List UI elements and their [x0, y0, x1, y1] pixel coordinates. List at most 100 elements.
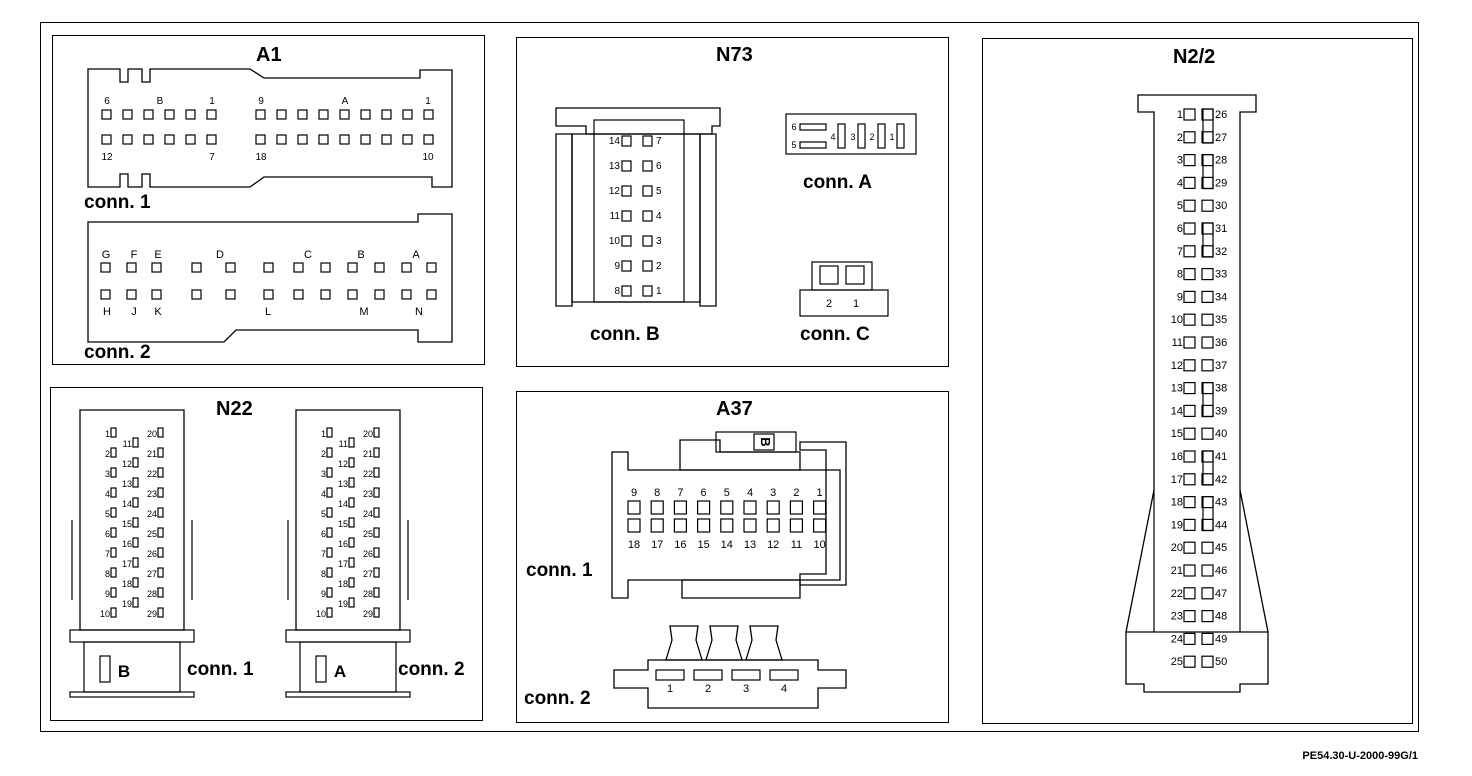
- n2-2-pin-label: 49: [1215, 633, 1227, 645]
- n22-conn1-pin-label: 2: [105, 449, 110, 459]
- n22-conn1-pin-label: 19: [122, 599, 132, 609]
- n2-2-pin-label: 2: [1177, 132, 1183, 144]
- a1-conn2-letter: N: [415, 306, 423, 318]
- a1-conn2-pin: [374, 289, 385, 300]
- panel-n2-2-title: N2/2: [1173, 46, 1216, 68]
- n22-conn1-pin: [110, 427, 117, 438]
- a37-conn2-pin: [731, 669, 761, 681]
- n22-conn2-pin: [326, 607, 333, 618]
- a37-conn2-pin-label: 2: [705, 683, 711, 695]
- n73-connB-pin-label: 14: [609, 136, 621, 147]
- a1-conn2-pin: [293, 262, 304, 273]
- a37-conn1-bottom-rail: [681, 579, 801, 599]
- a1-conn1-pin-label: A: [342, 96, 349, 107]
- n22-conn2-pin: [326, 587, 333, 598]
- a37-conn1-pin: [766, 518, 780, 533]
- a37-conn1-pin: [673, 518, 688, 533]
- n73-connB-pin: [642, 160, 653, 172]
- n22-conn2-pin-label: 22: [363, 469, 373, 479]
- n22-conn1-pin: [110, 467, 117, 478]
- n2-2-pin: [1183, 222, 1196, 235]
- n2-2-pin: [1183, 382, 1196, 395]
- panel-n22: [50, 387, 483, 721]
- n22-conn1-pin: [132, 457, 139, 468]
- n73-connB-housing: [571, 133, 701, 303]
- a1-conn1-pin-label: 6: [104, 96, 110, 107]
- n22-conn1-pin: [132, 597, 139, 608]
- n2-2-pin: [1183, 176, 1196, 189]
- n2-2-pin-label: 39: [1215, 405, 1227, 417]
- a37-conn1-pin-label: 14: [721, 539, 733, 551]
- n73-connB-label: conn. B: [590, 324, 660, 345]
- n73-connB-pin: [642, 185, 653, 197]
- n22-conn2-pin: [348, 577, 355, 588]
- n2-2-pin-label: 19: [1171, 519, 1183, 531]
- n22-conn2-pin: [326, 527, 333, 538]
- n2-2-pin-label: 14: [1171, 405, 1183, 417]
- a37-conn1-pin-label: 17: [651, 539, 663, 551]
- a37-conn1-pin: [789, 518, 804, 533]
- n22-conn1-pin-label: 29: [147, 609, 157, 619]
- a37-conn1-pin: [789, 500, 804, 515]
- n73-connB-pin-label: 11: [610, 211, 621, 222]
- n22-conn2-pin-label: 18: [338, 579, 348, 589]
- n22-conn2-pin-label: 21: [363, 449, 373, 459]
- a1-conn1-pin: [101, 134, 112, 145]
- a1-conn1-pin: [402, 109, 413, 120]
- n22-conn2-pin: [373, 467, 380, 478]
- n22-conn1-pin: [110, 507, 117, 518]
- n73-connB-pin: [642, 210, 653, 222]
- n22-conn1-pin-label: 5: [105, 509, 110, 519]
- n2-2-pin-label: 6: [1177, 223, 1183, 235]
- a37-conn2-label: conn. 2: [524, 688, 591, 709]
- a1-conn2-pin: [426, 262, 437, 273]
- n22-conn2-pin-label: 29: [363, 609, 373, 619]
- a1-conn1-pin: [297, 109, 308, 120]
- a1-conn2-pin: [374, 262, 385, 273]
- a1-conn2-pin: [100, 289, 111, 300]
- n22-conn2-label: conn. 2: [398, 659, 465, 680]
- panel-a1: [52, 35, 485, 365]
- n22-conn2-pin: [348, 457, 355, 468]
- n73-connA-pin: [857, 123, 866, 149]
- n22-conn2-pin: [348, 537, 355, 548]
- n2-2-pin: [1201, 427, 1214, 440]
- n2-2-pin: [1183, 609, 1196, 623]
- a1-conn2-housing: [87, 213, 453, 343]
- a37-conn1-pin: [766, 500, 780, 515]
- a37-conn1-pin: [743, 518, 757, 533]
- n2-2-pin-label: 21: [1171, 565, 1183, 577]
- n22-conn1-pin-label: 21: [147, 449, 157, 459]
- n73-connB-pin: [621, 260, 632, 272]
- a1-conn2-letter: H: [103, 306, 111, 318]
- n2-2-pin-label: 48: [1215, 611, 1227, 623]
- a1-conn2-letter: L: [265, 306, 271, 318]
- a1-conn2-pin: [293, 289, 304, 300]
- n2-2-pin: [1201, 564, 1214, 577]
- n73-connB-side-right: [699, 133, 717, 307]
- n22-conn2-pin: [348, 497, 355, 508]
- n73-connA-pin: [877, 123, 886, 149]
- n2-2-pin-label: 37: [1215, 360, 1227, 372]
- n22-conn2-pin-label: 14: [338, 499, 348, 509]
- n22-conn2-pin-label: 11: [339, 439, 348, 449]
- n73-connB-pin: [642, 260, 653, 272]
- a1-conn2-pin: [126, 289, 137, 300]
- n2-2-pin: [1183, 541, 1196, 554]
- a1-conn2-pin: [191, 262, 202, 273]
- n22-conn2-pin-label: 12: [338, 459, 348, 469]
- panel-n73: [516, 37, 949, 367]
- panel-a37-title: A37: [716, 398, 753, 420]
- a37-conn1-pin-label: 1: [817, 487, 823, 499]
- a37-conn1-pin: [650, 500, 664, 515]
- a1-conn1-pin: [402, 134, 413, 145]
- n2-2-pin-label: 1: [1177, 109, 1183, 121]
- n22-conn2-pin: [348, 477, 355, 488]
- n2-2-pin: [1201, 290, 1214, 303]
- a1-conn2-letter: J: [131, 306, 137, 318]
- a1-conn1-pin: [360, 109, 371, 120]
- a1-conn2-pin: [401, 262, 412, 273]
- n73-connB-pin: [642, 285, 653, 297]
- n22-conn2-pin-label: 16: [338, 539, 348, 549]
- n73-connB-pin: [621, 210, 632, 222]
